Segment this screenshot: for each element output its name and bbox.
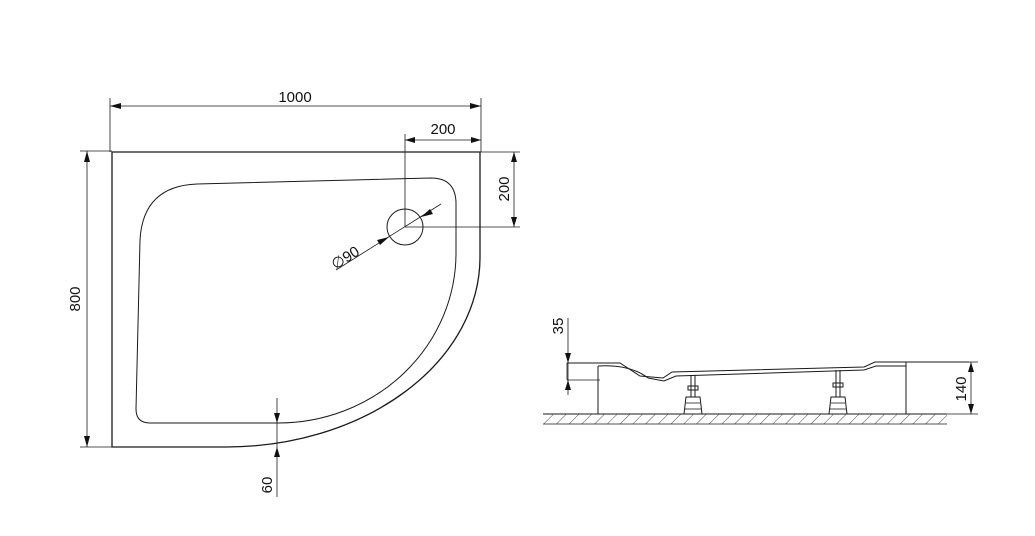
tray-profile bbox=[567, 361, 969, 379]
basin-outline bbox=[135, 177, 457, 424]
rim-width-label: 60 bbox=[259, 477, 276, 494]
drain-offset-x-dimension: 200 bbox=[404, 121, 481, 227]
depth-label: 800 bbox=[67, 286, 84, 311]
drain-offset-x-label: 200 bbox=[430, 121, 455, 138]
rim-width-dimension: 60 bbox=[259, 398, 280, 497]
tray-outline bbox=[111, 151, 481, 448]
drain-offset-y-label: 200 bbox=[496, 176, 513, 201]
width-label: 1000 bbox=[278, 89, 311, 106]
top-view: 1000 800 200 200 bbox=[67, 89, 520, 497]
drain-offset-y-dimension: 200 bbox=[405, 151, 520, 228]
drain-depth-dimension: 35 bbox=[550, 318, 571, 395]
width-dimension: 1000 bbox=[109, 89, 482, 152]
side-view: 35 140 bbox=[543, 318, 978, 425]
total-height-dimension: 140 bbox=[906, 361, 978, 415]
drain-depth-label: 35 bbox=[550, 318, 567, 335]
depth-dimension: 800 bbox=[67, 150, 112, 448]
foot-left bbox=[683, 375, 703, 415]
floor-hatch bbox=[543, 414, 947, 424]
foot-right bbox=[828, 370, 848, 415]
total-height-label: 140 bbox=[953, 376, 970, 401]
